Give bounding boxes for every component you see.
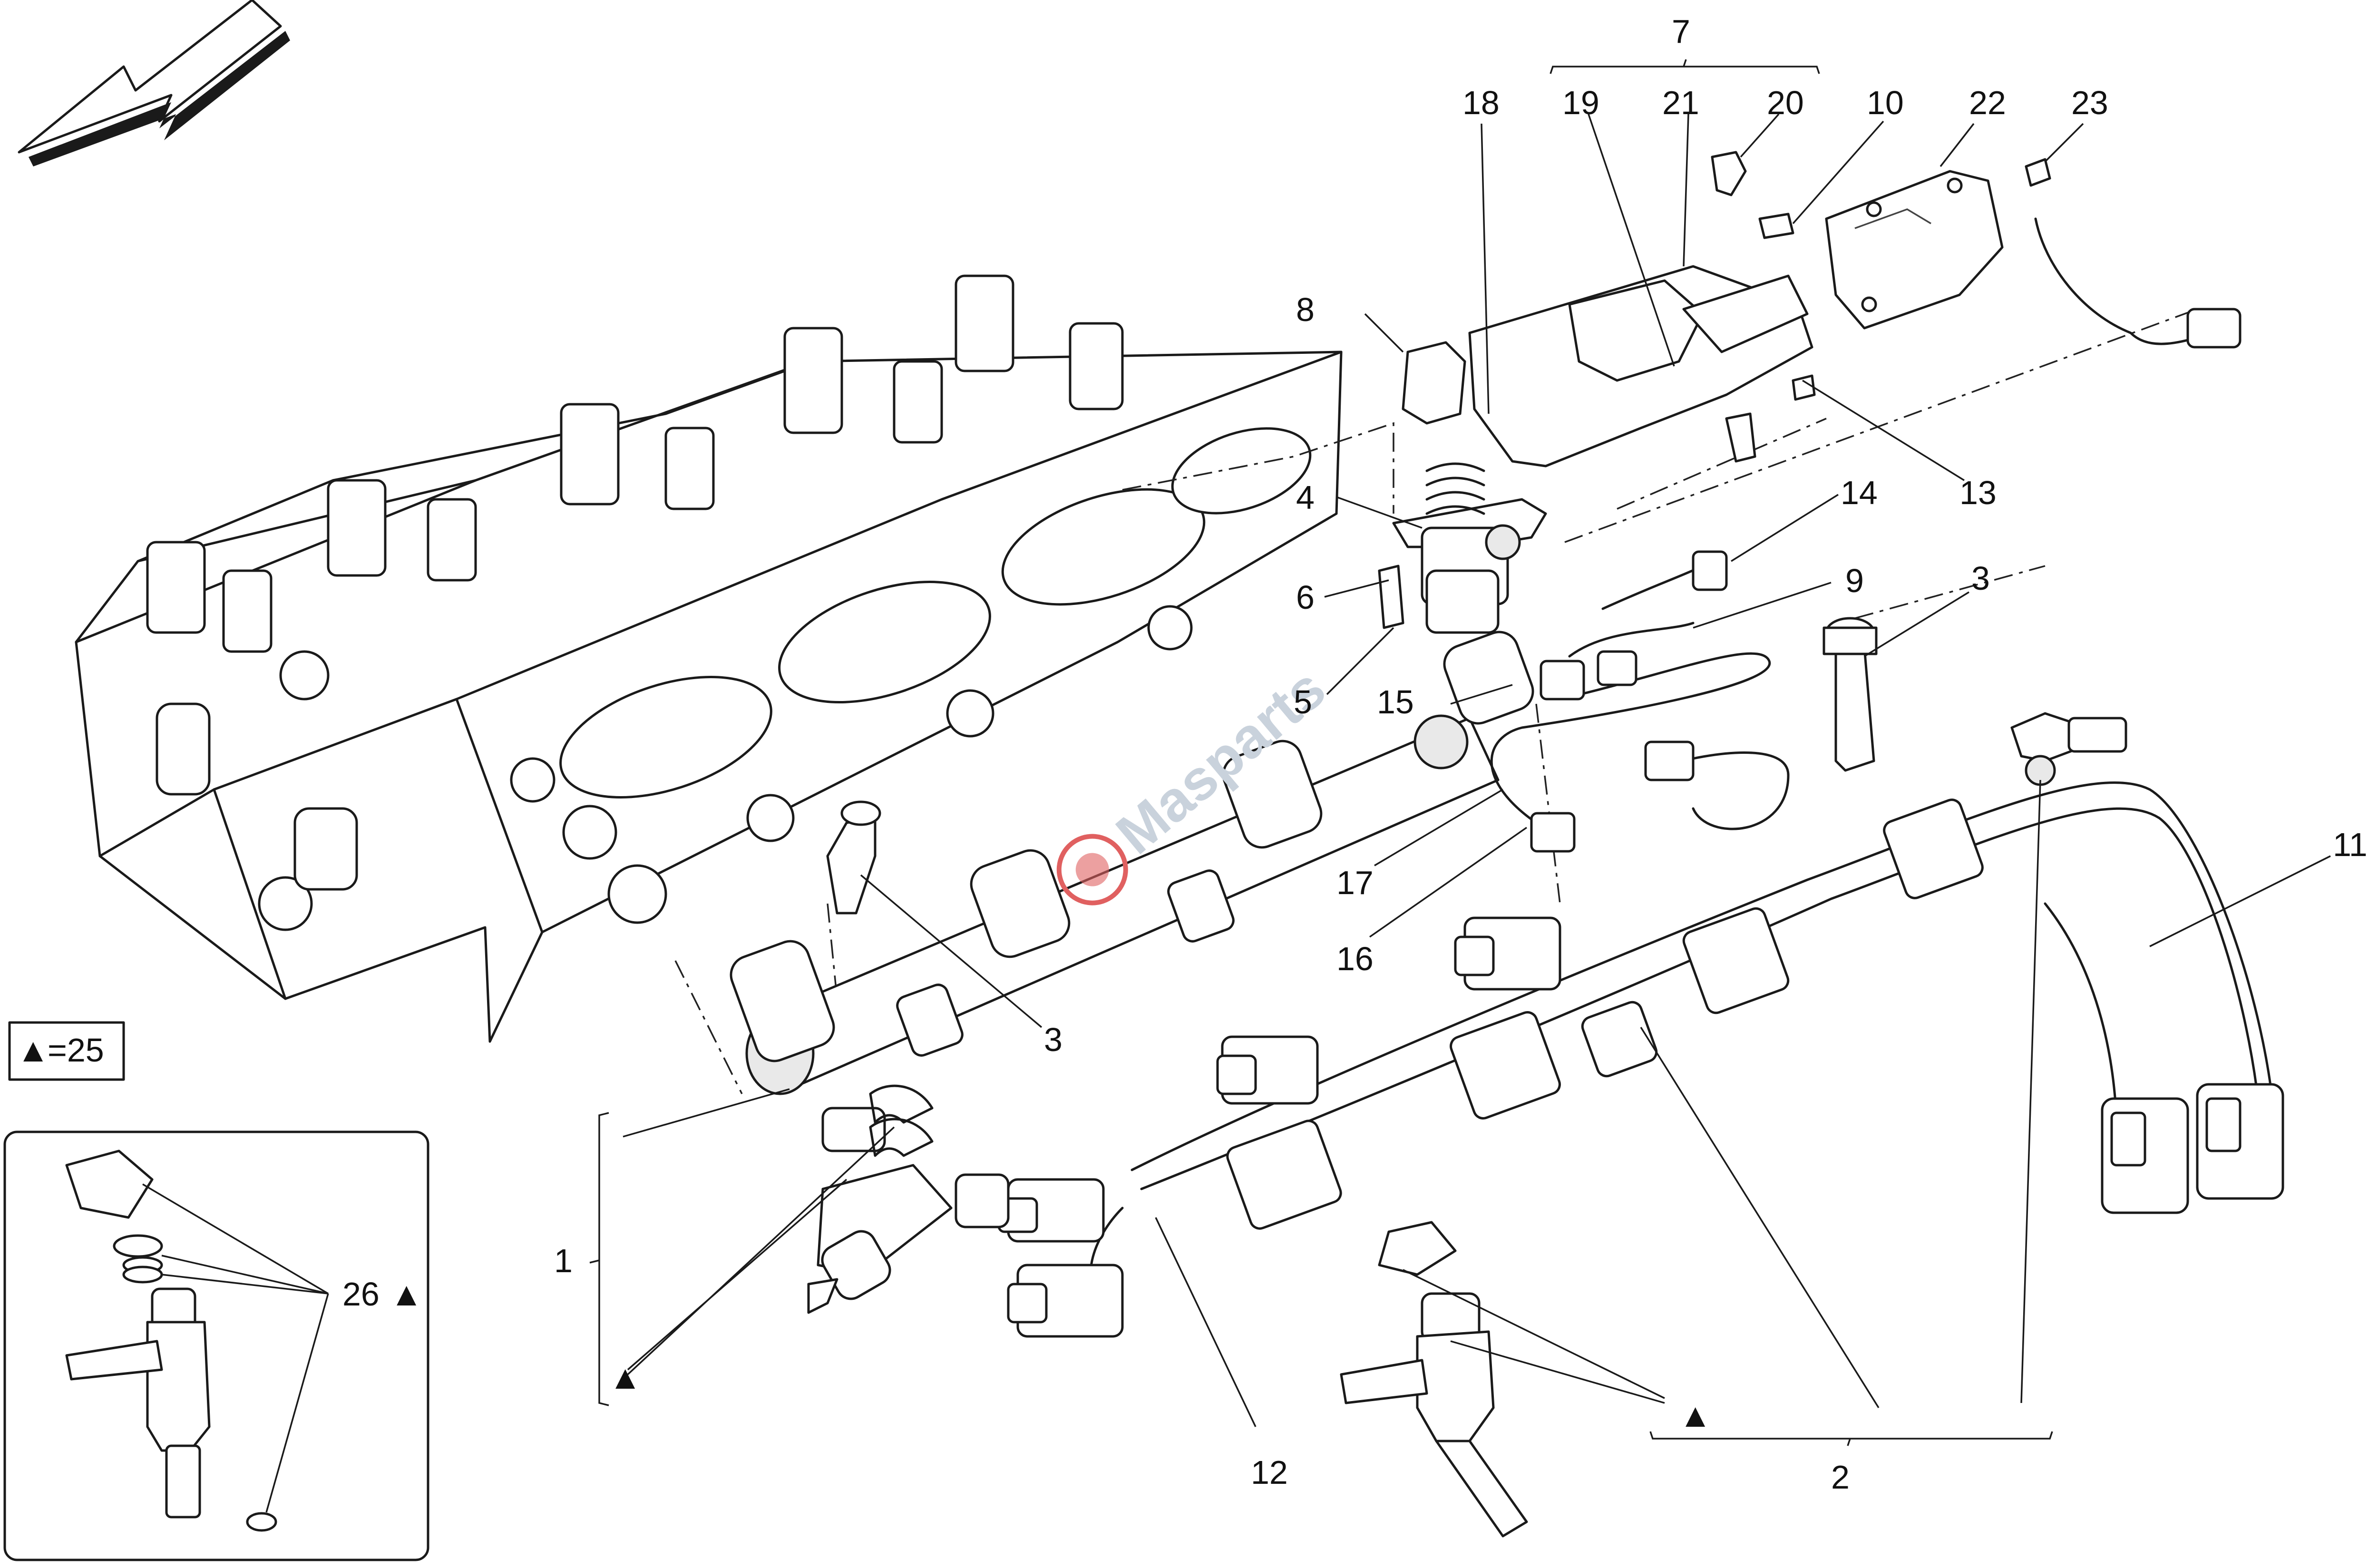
- callout-8: 8: [1296, 291, 1315, 328]
- callout-23: 23: [2071, 84, 2108, 121]
- label-26: 26: [342, 1276, 380, 1313]
- callout-4: 4: [1296, 479, 1315, 516]
- cylinder-head: [75, 274, 1343, 1043]
- callout-10: 10: [1867, 84, 1904, 121]
- direction-arrow-icon: [18, 0, 290, 166]
- screw: [1711, 151, 2051, 463]
- electrical-connector: [997, 916, 2284, 1338]
- callout-7: 7: [1672, 13, 1690, 50]
- high-pressure-fuel-pump: [1378, 341, 1547, 634]
- callout-1: 1: [554, 1242, 573, 1279]
- rail-bolt: [826, 617, 1878, 915]
- inset-panel: 26 ▲: [3, 1130, 429, 1561]
- assembly-lines: [674, 308, 2198, 1094]
- callout-3: 3: [1971, 560, 1990, 597]
- fuel-rail: [730, 631, 1534, 1095]
- triangle-marker-icon: ▲: [609, 1359, 642, 1396]
- fuel-injector: [807, 1107, 1528, 1538]
- bracket-2: [1649, 1431, 2053, 1446]
- callout-15: 15: [1377, 683, 1414, 721]
- callout-9: 9: [1845, 562, 1864, 599]
- callout-labels: 1 2 3 3 4 5 6 7 8 9 10 11 12 13 14 15 16…: [554, 13, 2368, 1496]
- legend-text: =25: [48, 1032, 104, 1069]
- callout-13: 13: [1959, 474, 1997, 511]
- wiring-harness: [1089, 781, 2275, 1314]
- callout-22: 22: [1969, 84, 2006, 121]
- callout-3: 3: [1044, 1021, 1062, 1058]
- callout-5: 5: [1294, 683, 1312, 721]
- retaining-clip: [869, 1084, 934, 1157]
- bracket-1: [589, 1088, 790, 1406]
- callout-2: 2: [1831, 1459, 1850, 1496]
- bracket-7: [1550, 59, 1820, 74]
- triangle-marker-icon: ▲: [1679, 1397, 1712, 1434]
- callout-6: 6: [1296, 579, 1315, 616]
- fuel-line: [1490, 217, 2242, 853]
- callout-18: 18: [1462, 84, 1500, 121]
- legend-box: ▲ =25: [8, 1021, 125, 1081]
- callout-11: 11: [2333, 826, 2368, 863]
- fuel-pressure-sensor: [2010, 712, 2127, 786]
- callout-20: 21: [1662, 84, 1699, 121]
- callout-19: 19: [1562, 84, 1599, 121]
- callout-16: 16: [1336, 940, 1374, 977]
- leader-lines: [627, 113, 2331, 1427]
- pump-cover: [1468, 170, 2004, 467]
- callout-12: 12: [1251, 1454, 1288, 1491]
- callout-17: 17: [1336, 864, 1374, 901]
- triangle-marker-icon: ▲: [17, 1032, 49, 1069]
- callout-21: 20: [1767, 84, 1804, 121]
- callout-14: 14: [1841, 474, 1878, 511]
- triangle-marker-icon: ▲: [390, 1276, 423, 1313]
